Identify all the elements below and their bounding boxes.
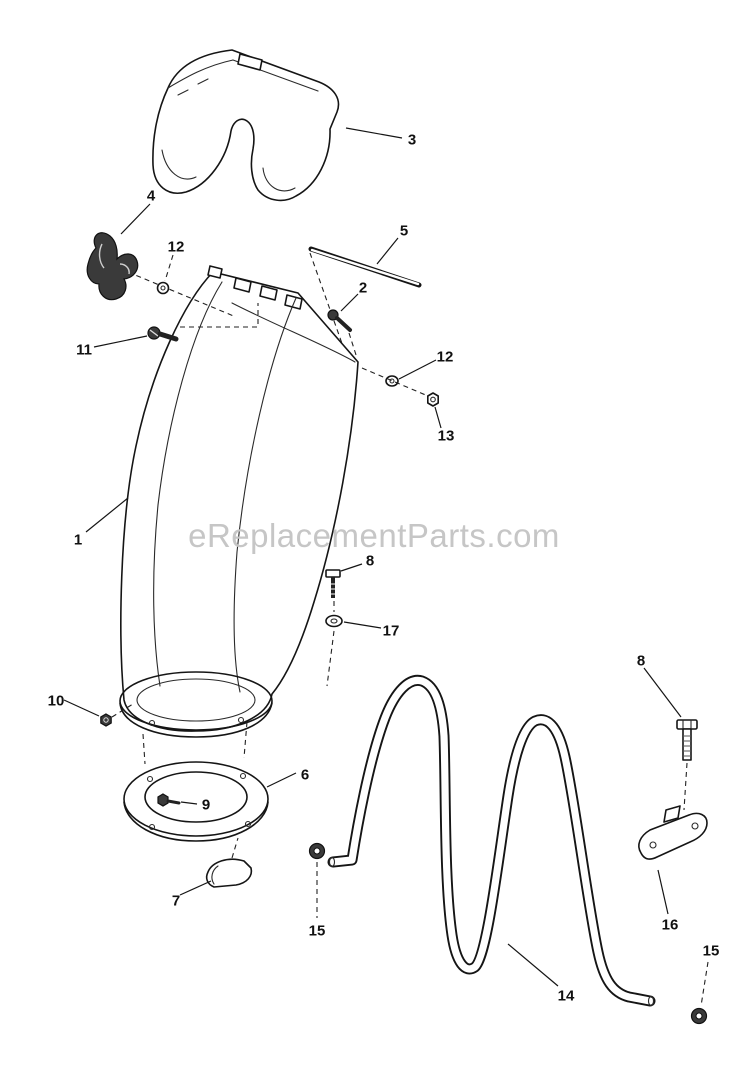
- part-11-bolt: [147, 326, 179, 342]
- part-1-chute: [119, 265, 359, 738]
- callout-part-11: 11: [76, 341, 92, 359]
- callout-part-12a: 12: [167, 238, 185, 256]
- part-2-bolt: [327, 309, 358, 359]
- part-12-washer-left: [156, 281, 170, 295]
- part-4-knob: [86, 232, 139, 301]
- leader-lines: [63, 127, 682, 987]
- callout-part-6: 6: [300, 766, 310, 784]
- callout-part-8b: 8: [636, 652, 646, 670]
- part-9-bolt: [157, 793, 181, 807]
- part-16-bracket: [638, 805, 708, 860]
- part-13-nut: [426, 392, 440, 407]
- part-7-shoe: [205, 837, 253, 888]
- watermark: eReplacementParts.com: [188, 517, 560, 554]
- part-17-washer: [325, 614, 343, 628]
- callout-part-12b: 12: [436, 348, 454, 366]
- callout-part-8a: 8: [365, 552, 375, 570]
- callout-part-3: 3: [407, 131, 417, 149]
- part-10-nut: [100, 703, 134, 727]
- callout-part-16: 16: [661, 916, 679, 934]
- callout-part-5: 5: [399, 222, 409, 240]
- part-15-washer-right: [690, 961, 709, 1025]
- part-8-bolt-right: [676, 719, 698, 811]
- callout-part-1: 1: [73, 531, 83, 549]
- callout-part-13: 13: [437, 427, 455, 445]
- callout-part-9: 9: [201, 796, 211, 814]
- callout-part-15a: 15: [308, 922, 326, 940]
- part-3-bracket: [152, 49, 340, 202]
- callout-part-7: 7: [171, 892, 181, 910]
- part-14-rod: [327, 674, 656, 1007]
- part-15-washer-left: [308, 842, 326, 918]
- part-6-ring: [123, 721, 269, 842]
- callout-part-15b: 15: [702, 942, 720, 960]
- callout-part-17: 17: [382, 622, 400, 640]
- part-8-bolt-middle: [325, 569, 341, 687]
- part-12-washer-right: [361, 367, 429, 397]
- callout-part-4: 4: [146, 187, 156, 205]
- callout-part-10: 10: [47, 692, 65, 710]
- callout-part-14: 14: [557, 987, 575, 1005]
- part-5-rod: [308, 246, 422, 353]
- callout-part-2: 2: [358, 279, 368, 297]
